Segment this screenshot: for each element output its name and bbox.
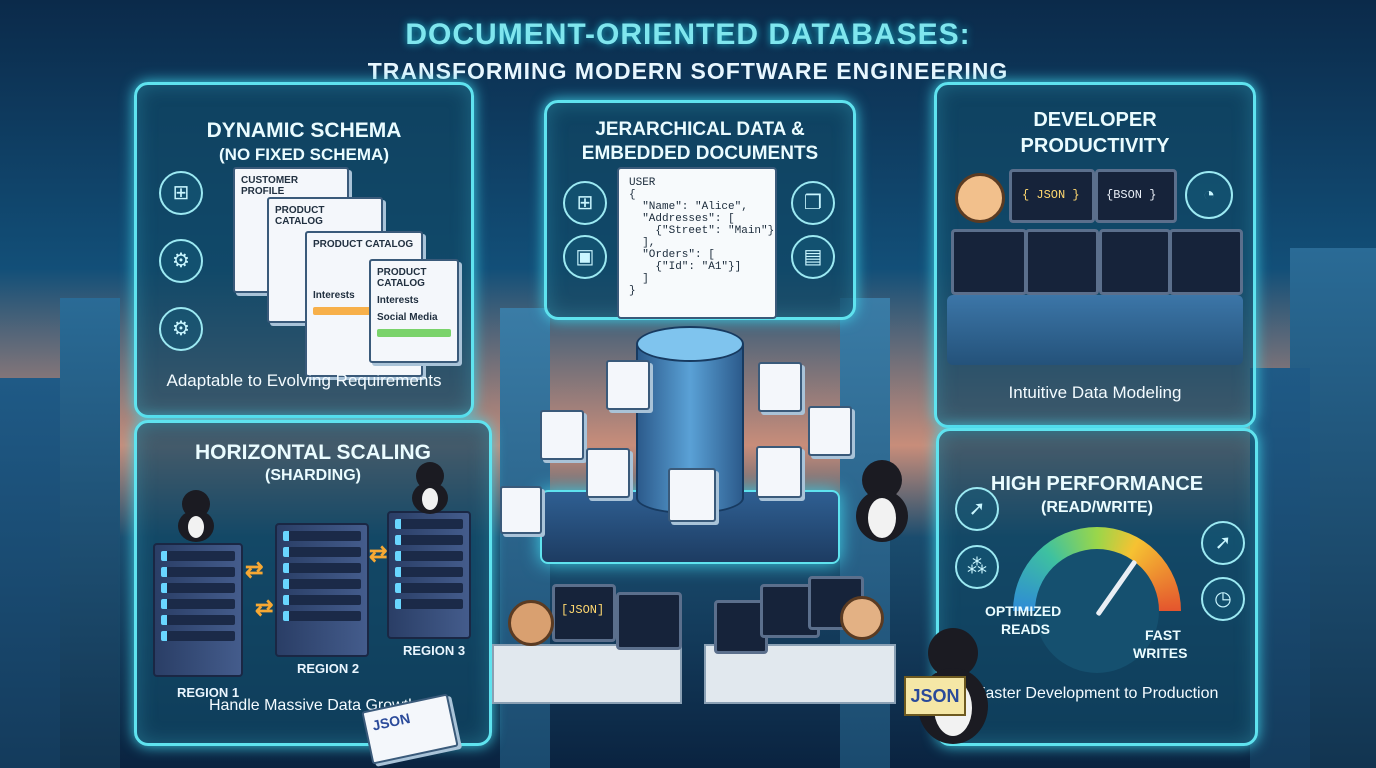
team-screen (1099, 229, 1171, 295)
doc-field: Interests (313, 290, 355, 301)
orbit-document (808, 406, 852, 456)
page-subtitle: TRANSFORMING MODERN SOFTWARE ENGINEERING (367, 58, 1009, 84)
documents-icon: ❐ (791, 181, 835, 225)
doc-label: CUSTOMER PROFILE (241, 175, 299, 197)
orbit-document (586, 448, 630, 498)
screen-json-label: [JSON] (561, 603, 605, 617)
developer-desk-left (492, 644, 682, 704)
orbit-document (756, 446, 802, 498)
gear-icon: ⚙ (159, 239, 203, 283)
hierarchy-title-2: EMBEDDED DOCUMENTS (581, 143, 819, 164)
city-building (1250, 368, 1310, 768)
field-bar (313, 307, 415, 315)
sync-arrow-icon: ⇄ (255, 595, 274, 620)
document-icon: ▤ (791, 235, 835, 279)
developer-left (508, 600, 554, 646)
speedometer-icon: ◔ (1185, 171, 1233, 219)
orbit-document (500, 486, 542, 534)
productivity-caption: Intuitive Data Modeling (1008, 383, 1182, 402)
doc-field: Interests (377, 295, 419, 306)
network-icon: ⁂ (955, 545, 999, 589)
team-screen (1169, 229, 1243, 295)
left-monitor: [JSON] (552, 584, 616, 642)
bson-screen: {BSON } (1095, 169, 1177, 223)
team-desk (947, 295, 1243, 365)
productivity-title-2: PRODUCTIVITY (1020, 135, 1170, 157)
clock-icon: ◷ (1201, 577, 1245, 621)
server-region-1 (153, 543, 243, 677)
city-building (0, 378, 70, 768)
rocket-icon: ➚ (955, 487, 999, 531)
productivity-title-1: DEVELOPER (1033, 109, 1157, 131)
bson-label: {BSON } (1106, 188, 1157, 202)
field-bar (377, 329, 451, 337)
sync-arrow-icon: ⇄ (245, 557, 264, 582)
sync-arrow-icon: ⇄ (369, 541, 388, 566)
left-monitor-2 (616, 592, 682, 650)
performance-title-2: (READ/WRITE) (1041, 499, 1153, 516)
schema-panel: DYNAMIC SCHEMA (NO FIXED SCHEMA) ⊞ ⚙ ⚙ C… (134, 82, 474, 418)
performance-panel: HIGH PERFORMANCE (READ/WRITE) ➚ ⁂ ➚ ◷ OP… (936, 428, 1258, 746)
tree-icon: ⊞ (563, 181, 607, 225)
developer-right (840, 596, 884, 640)
server-region-2 (275, 523, 369, 657)
hierarchy-panel: JERARCHICAL DATA & EMBEDDED DOCUMENTS ⊞ … (544, 100, 856, 320)
region-label-3: REGION 3 (403, 643, 466, 658)
launch-icon: ➚ (1201, 521, 1245, 565)
doc-label: PRODUCT CATALOG (313, 239, 414, 250)
doc-label: PRODUCT CATALOG (275, 205, 325, 227)
orbit-document (540, 410, 584, 460)
gears-icon: ⚙ (159, 307, 203, 351)
city-building (60, 298, 120, 768)
schema-caption: Adaptable to Evolving Requirements (166, 371, 442, 390)
schema-title-2: (NO FIXED SCHEMA) (219, 145, 389, 164)
performance-caption: Faster Development to Production (975, 685, 1219, 702)
developer-avatar (955, 173, 1005, 223)
right-monitor (714, 600, 768, 654)
scaling-title-1: HORIZONTAL SCALING (194, 441, 432, 464)
penguin-server-1 (176, 490, 216, 542)
region-label-2: REGION 2 (297, 661, 360, 676)
penguin-map (852, 460, 912, 544)
json-screen: { JSON } (1009, 169, 1095, 223)
developer-desk-right (704, 644, 896, 704)
database-top (636, 326, 744, 362)
reads-label-2: READS (1001, 621, 1051, 637)
hierarchy-title-1: JERARCHICAL DATA & (595, 119, 805, 140)
productivity-panel: DEVELOPER PRODUCTIVITY { JSON } {BSON } … (934, 82, 1256, 428)
schema-title-1: DYNAMIC SCHEMA (206, 119, 402, 142)
page-title: DOCUMENT-ORIENTED DATABASES: (405, 18, 971, 51)
server-region-3 (387, 511, 471, 639)
writes-label-1: FAST (1145, 627, 1181, 643)
orbit-document (606, 360, 650, 410)
penguin-server-3 (410, 462, 450, 514)
scaling-title-2: (SHARDING) (265, 467, 361, 484)
json-label: { JSON } (1022, 188, 1080, 202)
doc-product-catalog-3: PRODUCT CATALOG Interests Social Media (369, 259, 459, 363)
hierarchy-icon: ⊞ (159, 171, 203, 215)
briefcase-icon: ▣ (563, 235, 607, 279)
team-screen (951, 229, 1027, 295)
json-document: USER { "Name": "Alice", "Addresses": [ {… (617, 167, 777, 319)
orbit-document (758, 362, 802, 412)
performance-title-1: HIGH PERFORMANCE (990, 473, 1204, 495)
writes-label-2: WRITES (1133, 645, 1188, 661)
penguin-json: JSON (904, 628, 998, 748)
region-label-1: REGION 1 (177, 685, 240, 700)
team-screen (1025, 229, 1099, 295)
orbit-document (668, 468, 716, 522)
floor-json-label: JSON (370, 709, 412, 734)
penguin-json-sign: JSON (904, 676, 966, 716)
doc-label: PRODUCT CATALOG (377, 267, 427, 289)
doc-field: Social Media (377, 312, 438, 323)
reads-label-1: OPTIMIZED (985, 603, 1062, 619)
